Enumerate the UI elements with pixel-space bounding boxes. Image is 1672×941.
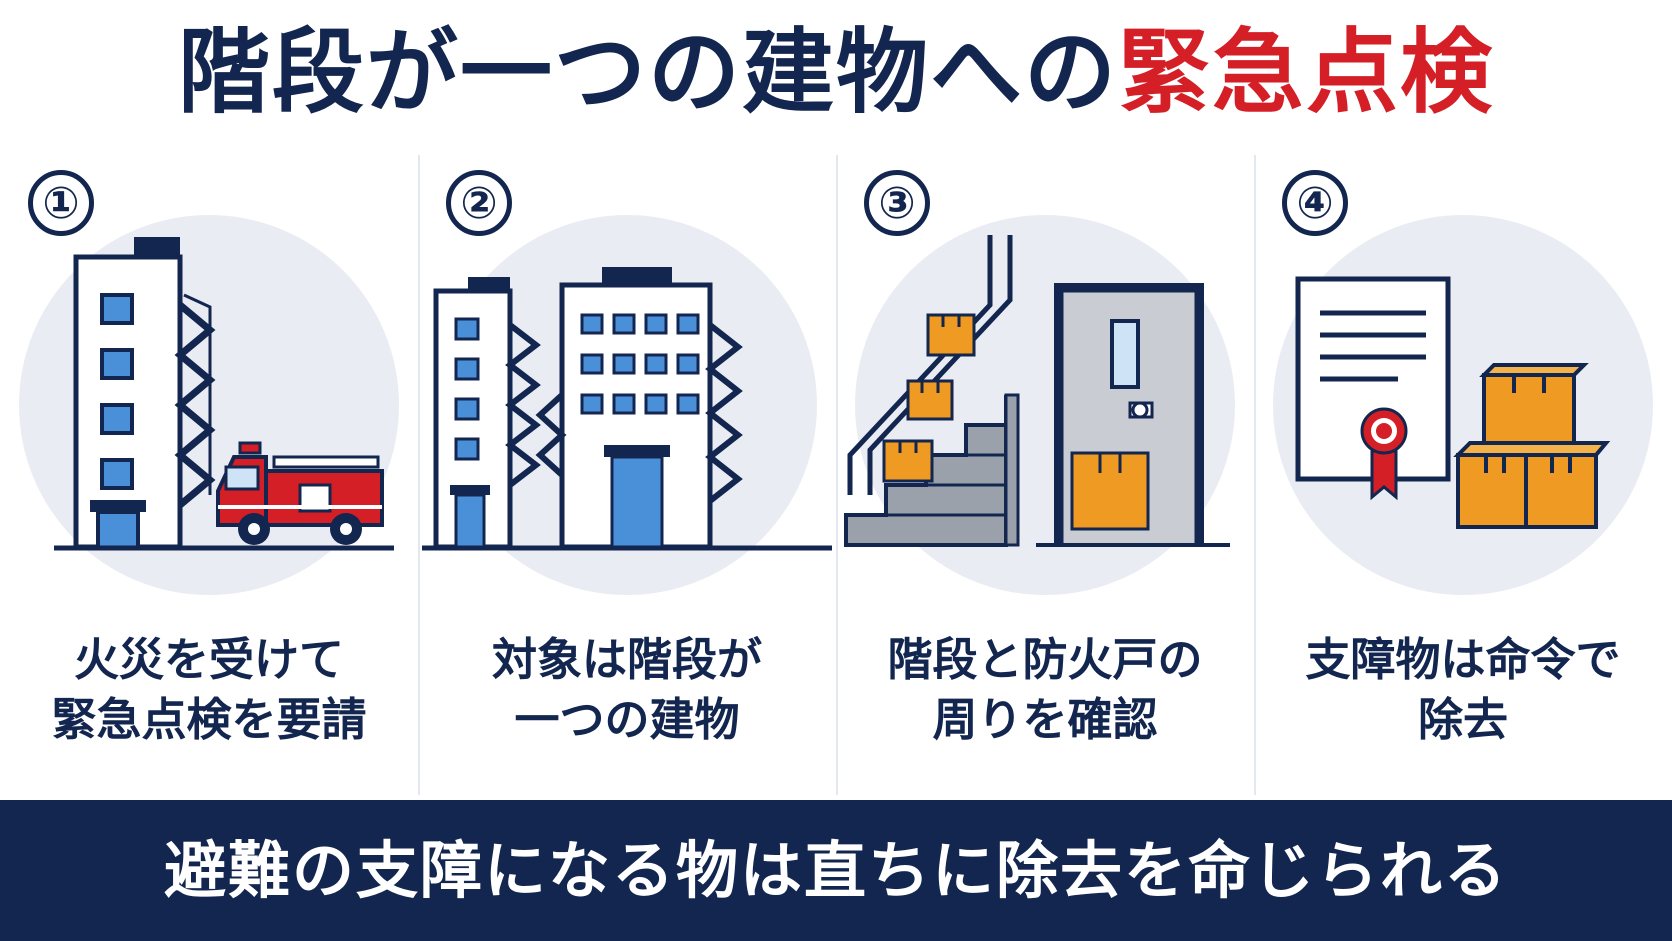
step-number-2: ② [446, 170, 512, 236]
order-document-boxes-illustration [1273, 215, 1653, 595]
footer-banner: 避難の支障になる物は直ちに除去を命じられる [0, 800, 1672, 941]
panel-divider [1254, 155, 1256, 795]
step-caption-1: 火災を受けて緊急点検を要請 [51, 633, 367, 746]
step-number-3: ③ [864, 170, 930, 236]
footer-text: 避難の支障になる物は直ちに除去を命じられる [163, 834, 1508, 907]
panel-divider [836, 155, 838, 795]
stairs-fire-door-illustration [844, 215, 1235, 595]
step-caption-2: 対象は階段が一つの建物 [491, 633, 762, 746]
title-main: 階段が一つの建物への [177, 19, 1118, 126]
panel-divider [418, 155, 420, 795]
step-panel-3: ③ 階段と防火戸の周りを確認 [836, 150, 1254, 800]
step-caption-3: 階段と防火戸の周りを確認 [887, 633, 1203, 746]
page-title: 階段が一つの建物への緊急点検 [0, 18, 1672, 128]
step-number-4: ④ [1282, 170, 1348, 236]
step-panel-1: ① 火災を受けて緊急点検を要請 [0, 150, 418, 800]
building-fire-truck-illustration [19, 215, 399, 595]
two-buildings-illustration [422, 215, 832, 595]
step-caption-4: 支障物は命令で除去 [1305, 633, 1621, 746]
step-panel-2: ② 対象は階段が一つの建物 [418, 150, 836, 800]
step-panel-4: ④ 支障物は命令で除去 [1254, 150, 1672, 800]
step-number-1: ① [28, 170, 94, 236]
title-accent: 緊急点検 [1118, 19, 1495, 126]
